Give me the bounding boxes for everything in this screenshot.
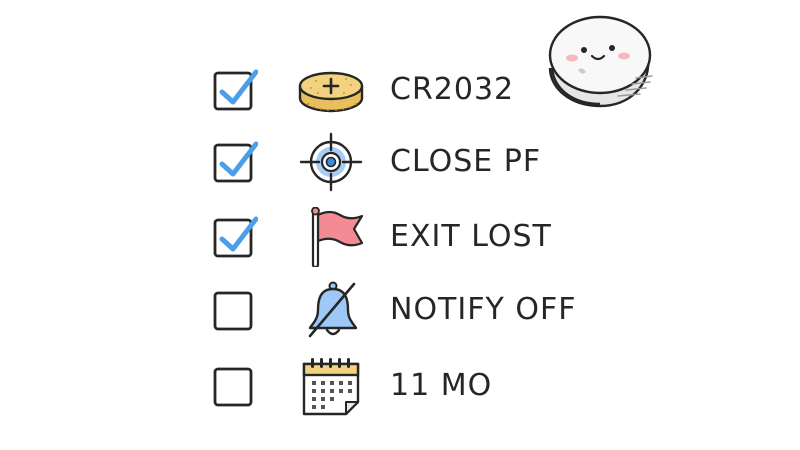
checklist-label: EXIT LOST bbox=[390, 219, 552, 254]
smiling-coin-battery-mascot bbox=[548, 15, 653, 108]
coin-battery-icon bbox=[298, 71, 364, 113]
checkbox-unchecked[interactable] bbox=[212, 364, 258, 410]
checklist-label: 11 MO bbox=[390, 368, 493, 403]
bell-off-icon bbox=[308, 281, 358, 338]
checkbox-unchecked[interactable] bbox=[212, 288, 258, 334]
checklist-row: 11 MO bbox=[200, 356, 600, 416]
checklist-label: CLOSE PF bbox=[390, 144, 542, 179]
checklist-row: EXIT LOST bbox=[200, 207, 600, 267]
flag-icon bbox=[311, 207, 364, 267]
checklist-label: NOTIFY OFF bbox=[390, 292, 577, 327]
checkbox-checked[interactable] bbox=[212, 215, 258, 261]
checklist-row: NOTIFY OFF bbox=[200, 280, 600, 340]
crosshair-target-icon bbox=[299, 132, 363, 192]
checkbox-checked[interactable] bbox=[212, 68, 258, 114]
checkbox-checked[interactable] bbox=[212, 140, 258, 186]
checklist-label: CR2032 bbox=[390, 72, 515, 107]
checklist-row: CLOSE PF bbox=[200, 132, 600, 192]
checklist-row: CR2032 bbox=[200, 60, 600, 120]
calendar-icon bbox=[302, 358, 360, 416]
